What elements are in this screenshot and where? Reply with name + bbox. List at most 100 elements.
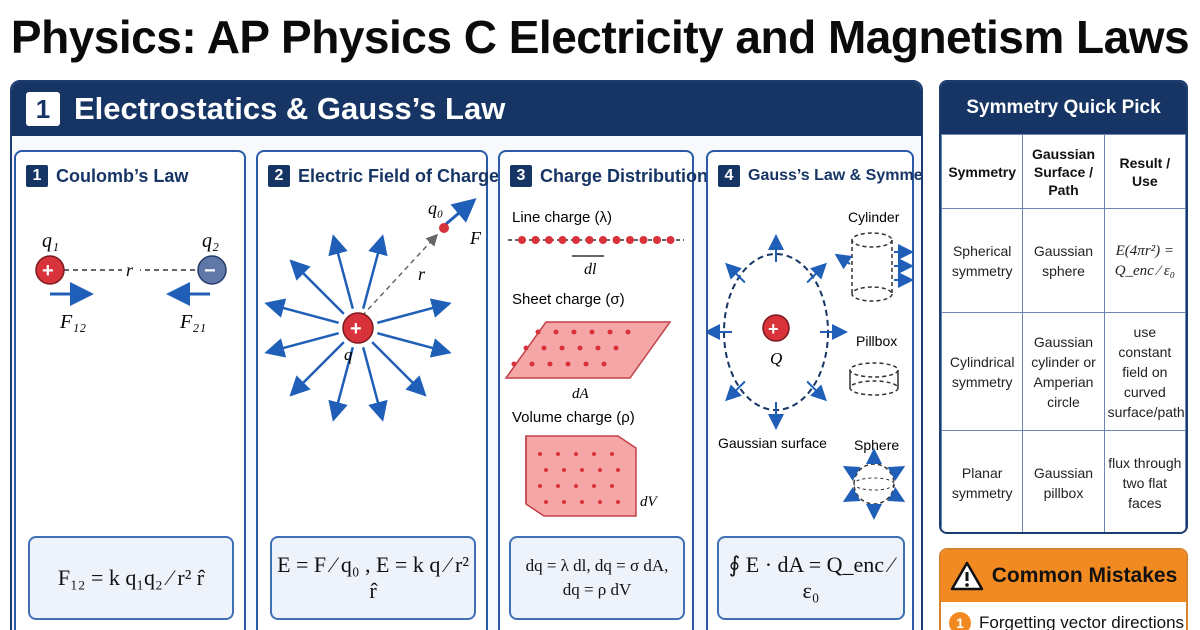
dl-label: dl — [584, 261, 597, 278]
charge-dot — [639, 236, 648, 244]
common-mistakes-card: Common Mistakes 1 Forgetting vector dire… — [939, 548, 1188, 630]
mistake-number: 1 — [949, 612, 971, 630]
section-header: 1 Electrostatics & Gauss’s Law — [12, 82, 921, 136]
small-sphere — [853, 463, 895, 505]
Q-label: Q — [770, 349, 782, 368]
field-line-arrow — [264, 298, 340, 325]
charge-dot — [592, 484, 596, 488]
charge-dot — [595, 345, 601, 351]
formula-text: ∮ E · dA = Q_enc ⁄ ε₀ — [728, 552, 894, 603]
volume-charge-dots — [538, 452, 620, 504]
volume-cube — [525, 435, 637, 517]
flux-arrows — [708, 234, 848, 430]
charge-dot — [580, 500, 584, 504]
gauss-diagram: + Q Gaussian surface Cylinder Pillbox Sp… — [708, 209, 914, 520]
panel-charge-distributions: 3 Charge Distributions Line charge (λ) d… — [498, 150, 718, 630]
charge-dot — [559, 345, 565, 351]
minus-sign: − — [204, 260, 216, 282]
charge-dot — [612, 236, 621, 244]
table-cell: Spherical symmetry — [941, 208, 1024, 313]
charge-dot — [585, 236, 594, 244]
field-line-arrow — [289, 259, 345, 315]
plus-sign: + — [350, 318, 362, 340]
force-arrow — [445, 198, 477, 226]
charge-dot — [599, 236, 607, 244]
field-lines — [264, 234, 452, 422]
panel-heading: 3 Charge Distributions — [510, 164, 718, 188]
sheet-charge-dots — [511, 329, 631, 367]
table-cell: Cylindrical symmetry — [941, 312, 1024, 431]
plus-sign: + — [42, 260, 54, 282]
charge-dot — [538, 484, 542, 488]
table-cell: Gaussian pillbox — [1022, 430, 1105, 532]
charge-dot — [607, 329, 613, 335]
charge-dot — [572, 236, 580, 244]
panel-number: 4 — [718, 165, 740, 187]
dA-label: dA — [572, 386, 590, 402]
field-diagram: q₀ F r + q — [264, 198, 482, 422]
field-line-arrow — [376, 331, 452, 358]
charge-dot — [531, 236, 540, 244]
panel-number: 2 — [268, 165, 290, 187]
panel-title: Coulomb’s Law — [56, 165, 189, 186]
gauss-formula: ∮ E · dA = Q_enc ⁄ ε₀ — [717, 536, 905, 620]
flux-arrow — [806, 262, 827, 284]
mistake-item: 1 Forgetting vector directions — [949, 612, 1184, 630]
column-header: Result / Use — [1103, 134, 1186, 209]
panel-title: Gauss’s Law & Symmetry — [748, 167, 923, 184]
panel-number: 1 — [26, 165, 48, 187]
charge-dot — [562, 500, 566, 504]
charge-dot — [553, 329, 559, 335]
cylinder-top — [851, 232, 893, 248]
charge-dot — [610, 452, 614, 456]
sheet-charge-label: Sheet charge (σ) — [512, 291, 625, 308]
panel-heading: 4 Gauss’s Law & Symmetry — [718, 164, 923, 188]
table-row: Spherical symmetry Gaussian sphere E(4πr… — [941, 208, 1186, 313]
field-line-arrow — [361, 346, 388, 422]
charge-dot — [616, 500, 620, 504]
field-line-arrow — [264, 331, 340, 358]
warning-icon — [950, 561, 983, 591]
field-line-arrow — [289, 341, 345, 397]
field-line-arrow — [361, 234, 388, 310]
field-line-arrow — [371, 341, 427, 397]
charge-dot — [653, 236, 661, 244]
flux-arrow — [725, 380, 746, 402]
q0-label: q₀ — [428, 198, 443, 218]
formula-text: E = F ⁄ q₀ , E = k q ⁄ r² r̂ — [277, 552, 469, 603]
table-cell: use constant field on curved surface/pat… — [1103, 312, 1186, 431]
cylinder-bottom — [851, 286, 893, 302]
flux-arrow — [725, 262, 746, 284]
charge-dot — [610, 484, 614, 488]
table-cell: Gaussian cylinder or Amperian circle — [1022, 312, 1105, 431]
section-title: Electrostatics & Gauss’s Law — [74, 91, 506, 126]
table-cell: Planar symmetry — [941, 430, 1024, 532]
pillbox-top — [849, 362, 899, 378]
charge-dot — [666, 236, 675, 244]
symmetry-table-title: Symmetry Quick Pick — [941, 82, 1186, 134]
sphere-equator — [853, 477, 895, 491]
distribution-formula: dq = λ dl, dq = σ dA, dq = ρ dV — [509, 536, 685, 620]
charge-dot — [577, 345, 583, 351]
sheet-surface — [504, 321, 672, 379]
charge-dot — [571, 329, 577, 335]
charge-dot — [556, 452, 560, 456]
charge-dot — [613, 345, 619, 351]
positive-charge — [35, 255, 65, 285]
panel-gauss-law: 4 Gauss’s Law & Symmetry + Q Gaussian su… — [706, 150, 921, 630]
charge-dot — [538, 452, 542, 456]
formula-text: F₁₂ = k q₁q₂ ⁄ r² r̂ — [57, 565, 205, 590]
charge-dot — [598, 468, 602, 472]
charge-dot — [601, 361, 607, 367]
charge-dot — [511, 361, 517, 367]
charge-dot — [545, 236, 553, 244]
distribution-diagram: Line charge (λ) dl Sheet charge (σ) dA V… — [504, 209, 684, 517]
charge-dot — [544, 500, 548, 504]
table-row: Planar symmetry Gaussian pillbox flux th… — [941, 430, 1186, 532]
flux-arrow — [842, 465, 861, 481]
flux-arrow — [834, 253, 853, 270]
q2-label: q₂ — [202, 230, 219, 252]
q1-label: q₁ — [42, 230, 59, 252]
panel-number: 3 — [510, 165, 532, 187]
charge-dot — [598, 500, 602, 504]
